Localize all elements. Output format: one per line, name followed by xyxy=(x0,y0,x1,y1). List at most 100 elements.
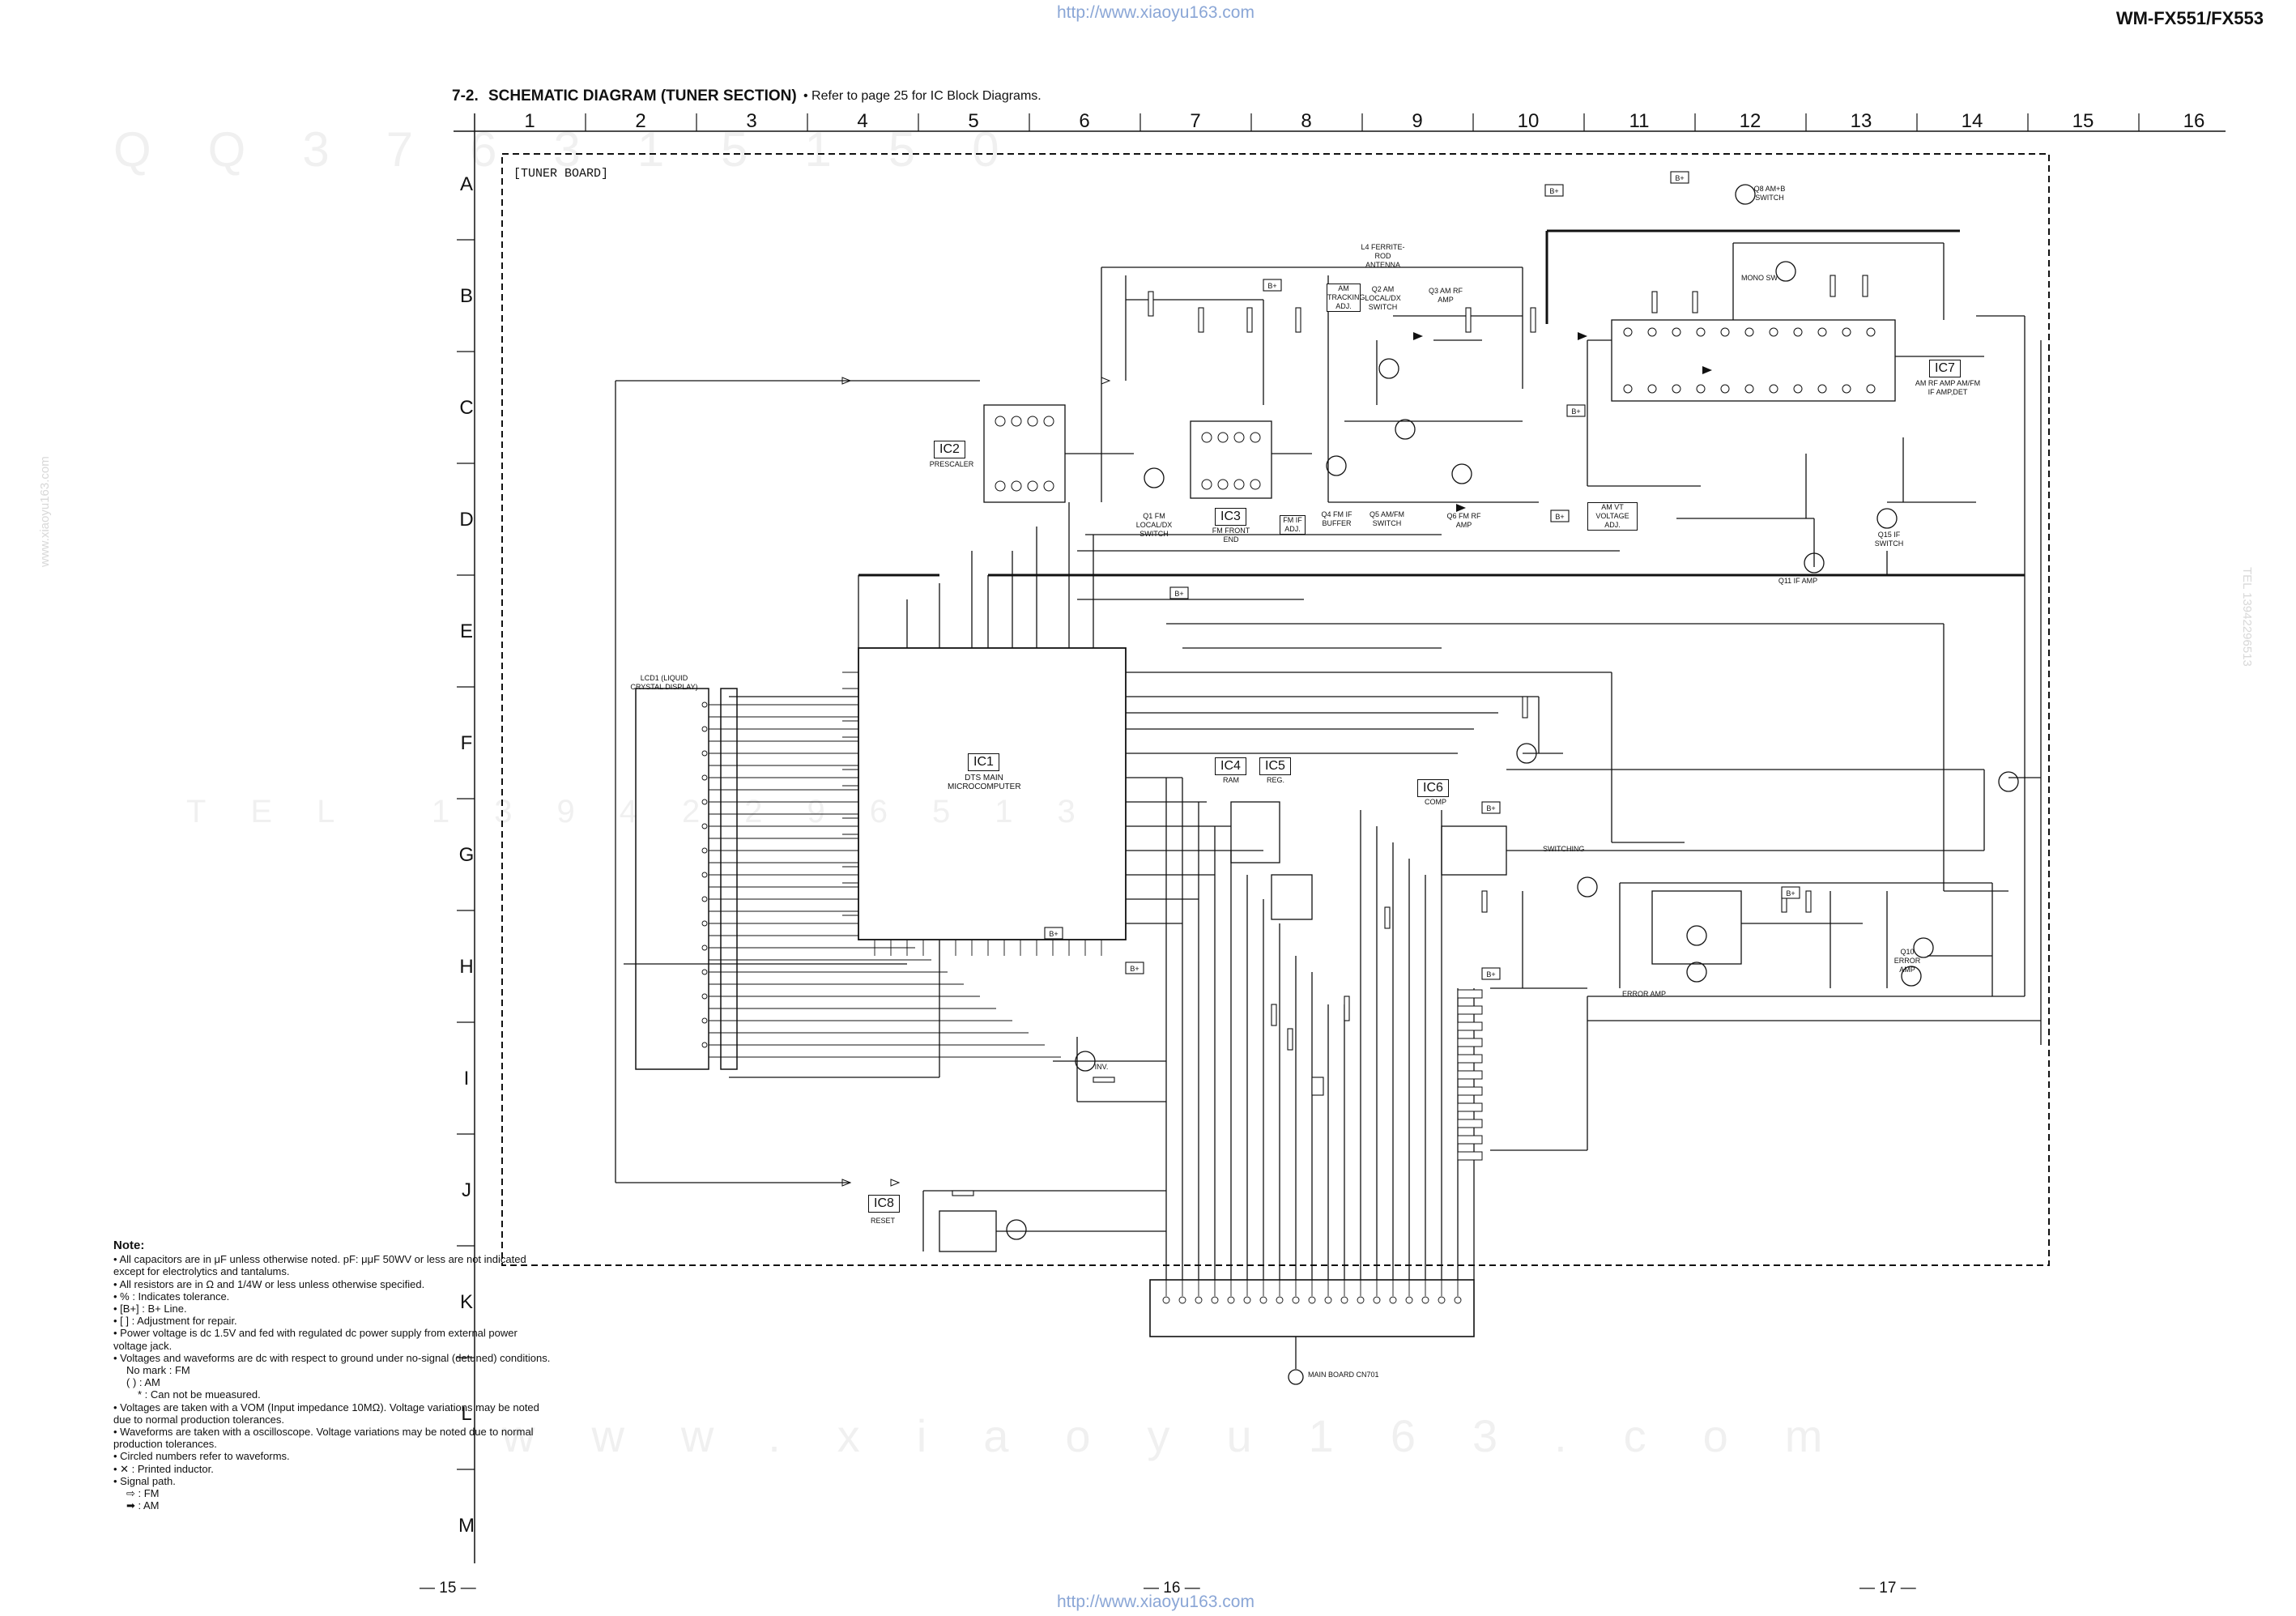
svg-text:www.xiaoyu163.com: www.xiaoyu163.com xyxy=(38,456,52,568)
grid-column-16: 16 xyxy=(2183,110,2205,132)
section-title: SCHEMATIC DIAGRAM (TUNER SECTION) xyxy=(488,87,797,104)
svg-text:B+: B+ xyxy=(1555,513,1564,521)
q3-label: Q3 AM RF AMP xyxy=(1428,287,1463,304)
ic4-desc: RAM xyxy=(1223,776,1239,784)
ic8-tag: IC8 xyxy=(868,1195,900,1213)
ic7-tag: IC7 xyxy=(1929,360,1961,377)
ic2-desc: PRESCALER xyxy=(929,460,974,468)
grid-column-2: 2 xyxy=(635,110,646,132)
grid-column-6: 6 xyxy=(1079,110,1090,132)
ic6-desc: COMP xyxy=(1425,798,1446,806)
q15-label: Q15 IF SWITCH xyxy=(1874,531,1904,548)
svg-text:B+: B+ xyxy=(1549,187,1558,195)
ic7-desc: AM RF AMP AM/FM IF AMP,DET xyxy=(1915,379,1981,396)
grid-row-i: I xyxy=(463,1068,470,1089)
ic5-tag: IC5 xyxy=(1259,757,1291,775)
note-fm-arrow: ⇨ : FM xyxy=(126,1487,160,1500)
q5-label: Q5 AM/FM SWITCH xyxy=(1369,510,1404,527)
q8-label: Q8 AM+B SWITCH xyxy=(1753,185,1786,202)
main-board-label: MAIN BOARD CN701 xyxy=(1308,1371,1379,1379)
lcd-label: LCD1 (LIQUID CRYSTAL DISPLAY) xyxy=(630,674,698,691)
ic1-tag: IC1 xyxy=(968,753,999,771)
ic6-tag: IC6 xyxy=(1417,779,1449,797)
note-capacitors: • All capacitors are in μF unless otherw… xyxy=(113,1253,526,1278)
grid-row-k: K xyxy=(459,1291,473,1313)
grid-column-15: 15 xyxy=(2072,110,2094,132)
note-signal-path: • Signal path. xyxy=(113,1474,176,1487)
svg-text:B+: B+ xyxy=(1571,407,1580,416)
grid-row-b: B xyxy=(459,285,473,307)
grid-column-4: 4 xyxy=(857,110,868,132)
page-number-15: — 15 — xyxy=(420,1580,476,1597)
page-number-17: — 17 — xyxy=(1859,1580,1916,1597)
ic1-desc: DTS MAIN MICROCOMPUTER xyxy=(948,774,1021,791)
note-adjustment: • [ ] : Adjustment for repair. xyxy=(113,1315,237,1328)
ic8-desc: RESET xyxy=(870,1217,895,1225)
svg-text:B+: B+ xyxy=(1174,590,1183,598)
note-oscilloscope: • Waveforms are taken with a oscilloscop… xyxy=(113,1426,534,1451)
svg-text:B+: B+ xyxy=(1049,930,1058,938)
note-voltages-dc: • Voltages and waveforms are dc with res… xyxy=(113,1351,551,1364)
grid-column-11: 11 xyxy=(1629,110,1650,132)
grid-row-l: L xyxy=(461,1403,472,1425)
grid-column-1: 1 xyxy=(524,110,535,132)
grid-row-e: E xyxy=(459,620,473,642)
grid-row-d: D xyxy=(459,509,474,531)
source-url-bottom[interactable]: http://www.xiaoyu163.com xyxy=(1057,1593,1254,1611)
am-vt-adj-label: AM VT VOLTAGE ADJ. xyxy=(1587,502,1638,531)
fm-if-adj-label: FM IF ADJ. xyxy=(1280,515,1306,535)
grid-row-m: M xyxy=(458,1515,475,1537)
ic4-tag: IC4 xyxy=(1215,757,1246,775)
svg-text:B+: B+ xyxy=(1267,282,1276,290)
page-number-16: — 16 — xyxy=(1144,1580,1200,1597)
error-amp-label: ERROR AMP xyxy=(1621,990,1666,998)
grid-row-a: A xyxy=(459,173,473,195)
watermark-row-2: TEL 13942296513 xyxy=(186,794,1120,829)
q11-label: Q11 IF AMP xyxy=(1778,577,1818,585)
q1-label: Q1 FM LOCAL/DX SWITCH xyxy=(1135,512,1173,538)
notes-block: Note: • All capacitors are in μF unless … xyxy=(113,1239,551,1512)
note-tolerance: • % : Indicates tolerance. xyxy=(113,1290,230,1303)
note-asterisk: * : Can not be mueasured. xyxy=(138,1388,261,1401)
note-power-voltage: • Power voltage is dc 1.5V and fed with … xyxy=(113,1327,518,1352)
notes-title: Note: xyxy=(113,1239,145,1252)
svg-text:B+: B+ xyxy=(1130,965,1139,973)
board-label: [TUNER BOARD] xyxy=(513,167,609,181)
ic3-tag: IC3 xyxy=(1215,508,1246,526)
ic3-desc: FM FRONT END xyxy=(1212,527,1250,544)
inv-label: INV. xyxy=(1094,1063,1109,1071)
grid-row-h: H xyxy=(459,956,474,978)
switching-label: SWITCHING xyxy=(1543,845,1585,853)
source-url-top[interactable]: http://www.xiaoyu163.com xyxy=(1057,3,1254,22)
note-parentheses: ( ) : AM xyxy=(126,1376,160,1389)
svg-text:TEL 13942296513: TEL 13942296513 xyxy=(2240,567,2254,667)
grid-column-5: 5 xyxy=(968,110,979,132)
grid-column-12: 12 xyxy=(1739,110,1761,132)
q6-label: Q6 FM RF AMP xyxy=(1446,512,1481,529)
note-no-mark: No mark : FM xyxy=(126,1364,190,1377)
section-number: 7-2. xyxy=(452,87,479,104)
note-resistors: • All resistors are in Ω and 1/4W or les… xyxy=(113,1277,425,1290)
ic5-desc: REG. xyxy=(1266,776,1284,784)
am-tracking-label: AM TRACKING ADJ. xyxy=(1327,284,1365,312)
q4-label: Q4 FM IF BUFFER xyxy=(1321,510,1352,527)
ic2-tag: IC2 xyxy=(934,441,965,458)
grid-column-3: 3 xyxy=(746,110,757,132)
mono-switch-label: MONO SW xyxy=(1741,274,1778,282)
svg-text:B+: B+ xyxy=(1486,970,1495,979)
grid-column-7: 7 xyxy=(1190,110,1201,132)
svg-text:B+: B+ xyxy=(1675,174,1684,182)
grid-row-c: C xyxy=(459,397,474,419)
grid-column-14: 14 xyxy=(1961,110,1983,132)
antenna-label: L4 FERRITE-ROD ANTENNA xyxy=(1361,243,1405,269)
watermark-row-3: www.xiaoyu163.com xyxy=(502,1410,1880,1461)
grid-row-f: F xyxy=(460,732,473,754)
grid-column-13: 13 xyxy=(1850,110,1872,132)
grid-column-8: 8 xyxy=(1301,110,1312,132)
note-circled-numbers: • Circled numbers refer to waveforms. xyxy=(113,1450,290,1463)
note-vom: • Voltages are taken with a VOM (Input i… xyxy=(113,1401,539,1426)
svg-text:B+: B+ xyxy=(1486,804,1495,812)
grid-row-g: G xyxy=(458,844,475,866)
